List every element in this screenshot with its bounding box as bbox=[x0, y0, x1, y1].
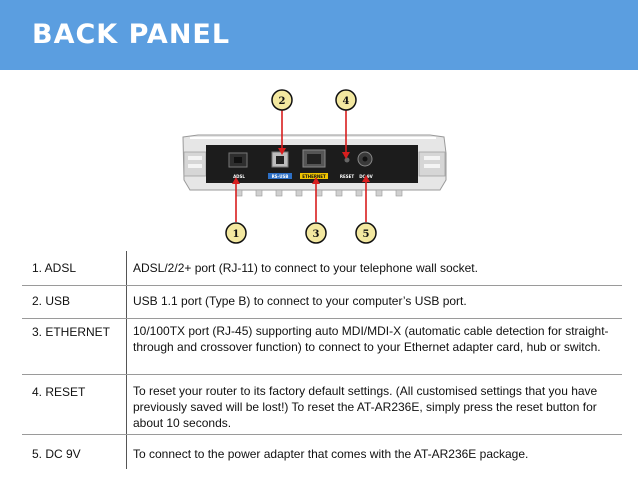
port-name: 4. RESET bbox=[32, 385, 86, 399]
table-row: 5. DC 9V To connect to the power adapter… bbox=[22, 435, 622, 469]
table-row: 4. RESET To reset your router to its fac… bbox=[22, 375, 622, 435]
port-description: To connect to the power adapter that com… bbox=[126, 435, 622, 469]
port-description: To reset your router to its factory defa… bbox=[126, 375, 622, 434]
table-row: 3. ETHERNET 10/100TX port (RJ-45) suppor… bbox=[22, 319, 622, 375]
callout-1: 1 bbox=[233, 229, 240, 240]
table-row: 2. USB USB 1.1 port (Type B) to connect … bbox=[22, 286, 622, 319]
dc-power-port bbox=[357, 151, 373, 167]
table-row: 1. ADSL ADSL/2/2+ port (RJ-11) to connec… bbox=[22, 251, 622, 286]
port-name: 1. ADSL bbox=[32, 261, 77, 275]
port-label-usb: RS-USB bbox=[272, 174, 289, 179]
port-name: 2. USB bbox=[32, 294, 71, 308]
header-banner: BACK PANEL bbox=[0, 0, 638, 70]
port-description: 10/100TX port (RJ-45) supporting auto MD… bbox=[126, 319, 622, 374]
port-name: 3. ETHERNET bbox=[32, 325, 111, 339]
callout-3: 3 bbox=[313, 229, 320, 240]
usb-port bbox=[271, 151, 289, 168]
ethernet-port bbox=[302, 149, 326, 168]
adsl-port bbox=[228, 152, 248, 168]
callout-2: 2 bbox=[279, 96, 286, 107]
port-description: ADSL/2/2+ port (RJ-11) to connect to you… bbox=[126, 251, 622, 285]
port-label-ethernet: ETHERNET bbox=[302, 174, 326, 179]
callout-5: 5 bbox=[363, 229, 370, 240]
port-description: USB 1.1 port (Type B) to connect to your… bbox=[126, 286, 622, 318]
page-title: BACK PANEL bbox=[32, 19, 231, 50]
port-label-adsl: ADSL bbox=[233, 174, 245, 179]
port-label-reset: RESET bbox=[340, 174, 354, 179]
port-description-table: 1. ADSL ADSL/2/2+ port (RJ-11) to connec… bbox=[22, 251, 622, 469]
reset-button bbox=[344, 157, 350, 163]
port-name: 5. DC 9V bbox=[32, 447, 81, 461]
callout-4: 4 bbox=[343, 96, 350, 107]
router-back-panel-diagram: ADSL RS-USB ETHERNET RESET DC 9V 1 2 3 4… bbox=[182, 89, 447, 244]
